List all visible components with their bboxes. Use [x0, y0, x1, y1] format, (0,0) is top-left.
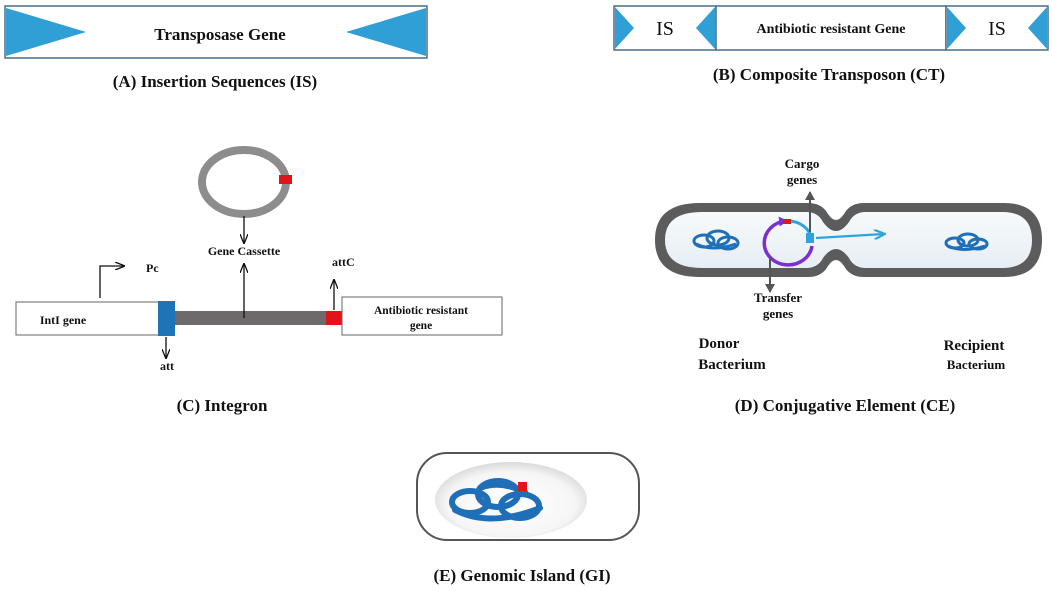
donor-chromosome-icon	[692, 229, 740, 251]
intl-gene-box	[15, 301, 161, 336]
conjugating-cells-inner	[665, 212, 1032, 268]
conjugative-element-red-marker	[783, 219, 791, 224]
att-label: att	[160, 359, 174, 373]
panel-d-caption: (D) Conjugative Element (CE)	[735, 396, 956, 415]
antibiotic-resistant-gene-box	[715, 5, 947, 51]
integron-backbone-bar	[175, 311, 327, 325]
panel-a-caption: (A) Insertion Sequences (IS)	[113, 72, 317, 91]
pc-label: Pc	[146, 261, 159, 275]
genomic-island-red-marker	[518, 482, 527, 491]
donor-label-line1: Donor	[699, 336, 740, 352]
right-is-triangle-right	[1028, 7, 1047, 49]
attc-label: attC	[332, 255, 355, 269]
genomic-island-chromosome-icon	[449, 478, 543, 522]
left-is-label: IS	[656, 18, 674, 40]
recipient-label-line2: Bacterium	[947, 357, 1006, 372]
gene-cassette-ring	[198, 146, 290, 218]
pc-promoter-arrow	[99, 266, 124, 298]
gene-cassette-label: Gene Cassette	[208, 244, 281, 258]
panel-e-genomic-island: (E) Genomic Island (GI)	[416, 452, 640, 585]
recipient-label-line1: Recipient	[944, 338, 1005, 354]
right-is-label: IS	[988, 18, 1006, 40]
cargo-label-line1: Cargo	[785, 156, 820, 171]
panel-b-composite-transposon: IS Antibiotic resistant Gene IS (B) Comp…	[613, 5, 1049, 84]
right-inverted-repeat-triangle	[346, 8, 426, 56]
att-site-blue-block	[158, 301, 175, 336]
panel-c-caption: (C) Integron	[177, 396, 268, 415]
panel-e-caption: (E) Genomic Island (GI)	[433, 566, 610, 585]
antibiotic-gene-label-line1: Antibiotic resistant	[374, 305, 468, 317]
transfer-label-line1: Transfer	[754, 290, 802, 305]
recipient-chromosome-icon	[944, 232, 989, 251]
nucleoid-region	[435, 462, 587, 538]
left-inverted-repeat-triangle	[6, 8, 86, 56]
left-is-triangle-right	[696, 7, 715, 49]
cargo-label-line2: genes	[787, 172, 817, 187]
panel-a-insertion-sequence: Transposase Gene (A) Insertion Sequences…	[4, 5, 428, 91]
right-is-triangle-left	[947, 7, 966, 49]
attc-red-block	[326, 311, 342, 325]
panel-d-conjugative-element: Cargo genes Transfer genes Donor Bacteri…	[655, 156, 1042, 415]
antibiotic-gene-label-line2: gene	[410, 320, 432, 332]
left-is-triangle-left	[615, 7, 634, 49]
transfer-cyan-arrow	[815, 234, 884, 238]
transfer-label-line2: genes	[763, 306, 793, 321]
conjugative-element-blue-marker	[806, 233, 814, 243]
donor-label-line2: Bacterium	[698, 357, 766, 373]
antibiotic-gene-box	[341, 296, 503, 336]
panel-c-integron: Gene Cassette Pc attC IntI gene att Anti…	[15, 146, 503, 415]
intl-gene-label: IntI gene	[40, 313, 87, 327]
cassette-red-marker	[279, 175, 292, 184]
antibiotic-resistant-gene-label: Antibiotic resistant Gene	[756, 22, 905, 37]
transposase-gene-label: Transposase Gene	[154, 25, 286, 44]
panel-b-caption: (B) Composite Transposon (CT)	[713, 65, 945, 84]
